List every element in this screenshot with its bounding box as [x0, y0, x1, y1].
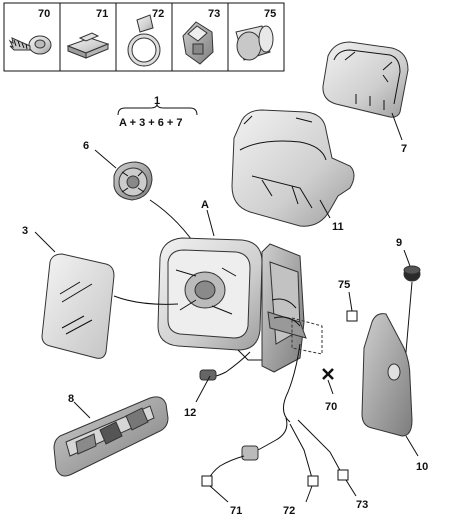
legend-number-71: 71: [96, 8, 108, 20]
callout-12: 12: [184, 407, 196, 419]
mirror-motor: [113, 161, 153, 201]
screw-marker: [322, 368, 334, 380]
wiring-harness: [199, 351, 343, 481]
callout-75: 75: [338, 279, 350, 291]
legend-item-75: 75: [235, 8, 276, 61]
assembly-label: 1 A + 3 + 6 + 7: [117, 95, 198, 129]
cable-tie-box: [307, 475, 319, 487]
connector-holder-icon: [182, 21, 214, 65]
callout-a: A: [201, 199, 209, 211]
callout-3: 3: [22, 225, 28, 237]
cable-tie-icon: [127, 14, 161, 67]
callout-8: 8: [68, 393, 74, 405]
legend-item-73: 73: [182, 8, 220, 65]
callout-71: 71: [230, 505, 242, 517]
legend-number-70: 70: [38, 8, 50, 20]
cap-part-9: [403, 265, 421, 282]
legend-number-75: 75: [264, 8, 276, 20]
callout-10: 10: [416, 461, 428, 473]
callout-72: 72: [283, 505, 295, 517]
mirror-bracket: [261, 243, 307, 373]
grommet-box: [346, 310, 358, 322]
callout-70: 70: [325, 401, 337, 413]
grommet-icon: [235, 25, 274, 61]
mirror-switch-panel: [53, 396, 169, 477]
mirror-cover-cap: [322, 41, 409, 118]
connector-holder-box: [337, 469, 349, 481]
callout-7: 7: [401, 143, 407, 155]
callout-11: 11: [332, 221, 344, 233]
screw-icon: [8, 35, 52, 55]
legend-number-73: 73: [208, 8, 220, 20]
legend-item-72: 72: [127, 8, 164, 67]
callout-9: 9: [396, 237, 402, 249]
mirror-body-assembly: [157, 237, 263, 361]
callout-73: 73: [356, 499, 368, 511]
mirror-glass: [41, 253, 115, 359]
legend-table: 70 71 72: [3, 2, 285, 72]
callout-6: 6: [83, 140, 89, 152]
assembly-formula: A + 3 + 6 + 7: [119, 117, 183, 129]
clip-box: [201, 475, 213, 487]
clip-icon: [66, 32, 110, 59]
assembly-number: 1: [154, 95, 160, 107]
legend-item-70: 70: [8, 8, 52, 55]
lower-trim-part-10: [361, 313, 413, 437]
mirror-back-housing: [231, 109, 355, 227]
legend-item-71: 71: [66, 8, 110, 59]
legend-number-72: 72: [152, 8, 164, 20]
